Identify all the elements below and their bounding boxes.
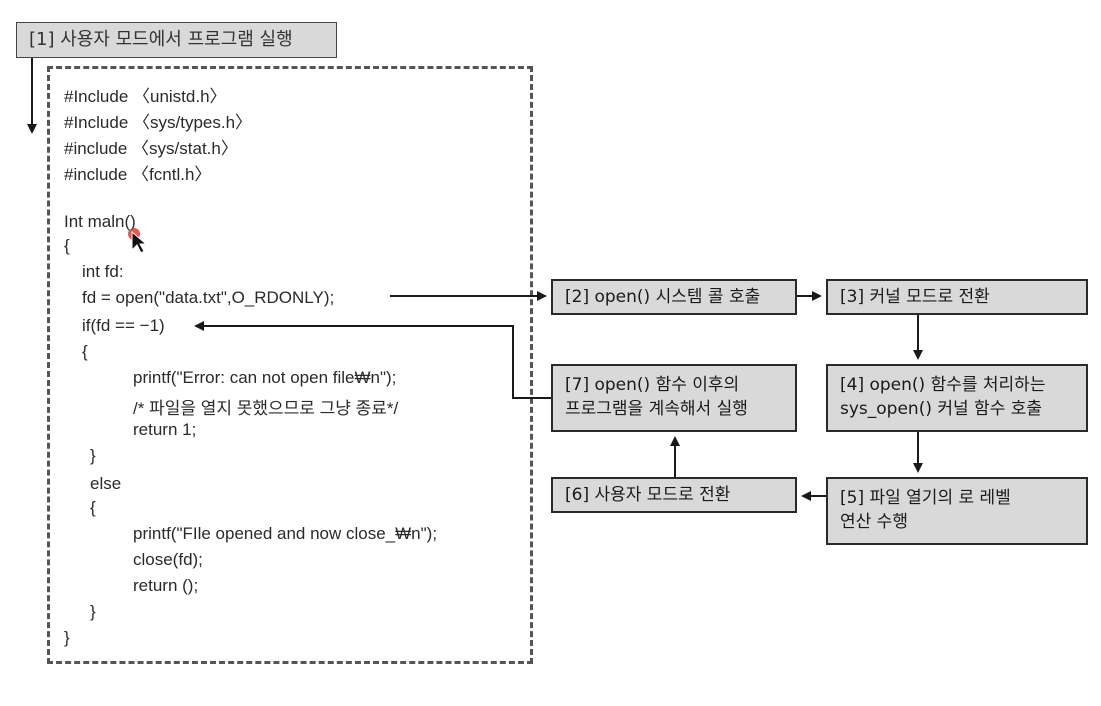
step-6-label: [6] 사용자 모드로 전환 [565, 485, 731, 505]
step-2-label: [2] open() 시스템 콜 호출 [565, 287, 761, 307]
code-line: int fd: [82, 262, 124, 281]
step-7-box: [7] open() 함수 이후의 프로그램을 계속해서 실행 [551, 364, 797, 432]
code-line: { [64, 236, 70, 255]
code-line: #Include 〈unistd.h〉 [64, 87, 227, 106]
title-box: [1] 사용자 모드에서 프로그램 실행 [16, 22, 337, 58]
code-line: } [90, 446, 96, 465]
code-line: #include 〈fcntl.h〉 [64, 165, 212, 184]
code-line: } [64, 628, 70, 647]
code-line: return 1; [133, 420, 197, 439]
title-label: [1] 사용자 모드에서 프로그램 실행 [29, 29, 293, 50]
step-2-box: [2] open() 시스템 콜 호출 [551, 279, 797, 315]
code-line: { [82, 342, 88, 361]
step-7-label-line2: 프로그램을 계속해서 실행 [565, 399, 748, 419]
step-5-box: [5] 파일 열기의 로 레벨 연산 수행 [826, 477, 1088, 545]
code-line: Int maln() [64, 212, 136, 231]
code-line: fd = open("data.txt",O_RDONLY); [82, 288, 335, 307]
step-4-label-line1: [4] open() 함수를 처리하는 [840, 375, 1046, 395]
step-6-box: [6] 사용자 모드로 전환 [551, 477, 797, 513]
code-line: #include 〈sys/stat.h〉 [64, 139, 238, 158]
mouse-cursor-icon [128, 228, 148, 254]
arrow-step7-to-code [194, 321, 551, 399]
code-line: } [90, 602, 96, 621]
code-line: printf("Error: can not open file₩n"); [133, 368, 397, 387]
step-4-box: [4] open() 함수를 처리하는 sys_open() 커널 함수 호출 [826, 364, 1088, 432]
step-5-label-line2: 연산 수행 [840, 512, 908, 532]
code-line: else [90, 474, 122, 493]
step-5-label-line1: [5] 파일 열기의 로 레벨 [840, 488, 1011, 508]
code-frame [47, 66, 533, 664]
code-line: printf("FIle opened and now close_₩n"); [133, 524, 438, 543]
step-7-label-line1: [7] open() 함수 이후의 [565, 375, 740, 395]
step-4-label-line2: sys_open() 커널 함수 호출 [840, 399, 1043, 419]
code-line: { [90, 498, 96, 517]
step-3-box: [3] 커널 모드로 전환 [826, 279, 1088, 315]
code-line: close(fd); [133, 550, 203, 569]
code-line: return (); [133, 576, 199, 595]
code-line: #Include 〈sys/types.h〉 [64, 113, 253, 132]
code-line: if(fd == −1) [82, 316, 165, 335]
step-3-label: [3] 커널 모드로 전환 [840, 287, 990, 307]
code-line: /* 파일을 열지 못했으므로 그냥 종료*/ [133, 399, 399, 418]
